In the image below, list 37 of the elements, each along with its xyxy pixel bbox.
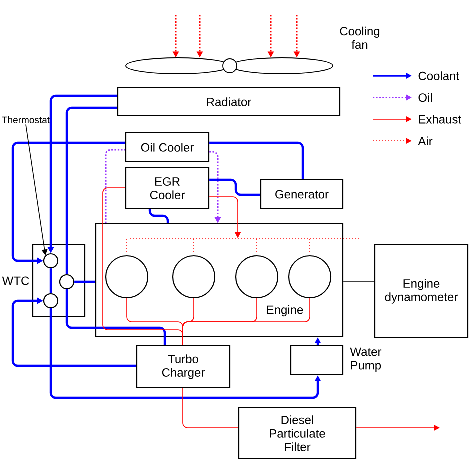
engine-block: Engine bbox=[95, 223, 344, 338]
generator-box: Generator bbox=[260, 179, 344, 210]
pipe-line bbox=[210, 178, 260, 196]
pipe-line bbox=[74, 280, 96, 284]
legend-label: Exhaust bbox=[419, 115, 462, 124]
pipe-line bbox=[66, 290, 166, 346]
node-label: Cooling fan bbox=[340, 26, 380, 50]
cylinder-circle bbox=[172, 255, 216, 299]
legend-label: Air bbox=[418, 136, 433, 146]
dynamometer-box: Engine dynamometer bbox=[374, 244, 469, 339]
pipe-line bbox=[66, 106, 118, 274]
cylinder-circle bbox=[235, 255, 279, 299]
node-label: Water Pump bbox=[350, 348, 382, 372]
turbocharger-box: Turbo Charger bbox=[136, 345, 231, 389]
water-pump-box: Water Pump bbox=[290, 345, 382, 376]
egr-cooler-box: EGR Cooler bbox=[125, 167, 210, 210]
node-label: WTC bbox=[2, 276, 30, 286]
legend-label: Coolant bbox=[418, 72, 460, 80]
filter-box: Diesel Particulate Filter bbox=[238, 407, 357, 460]
pipe-line bbox=[182, 388, 239, 428]
cylinder-circle bbox=[105, 255, 149, 299]
valve-circle bbox=[59, 274, 75, 290]
pipe-line bbox=[182, 298, 310, 346]
pipe-line bbox=[210, 142, 304, 180]
valve-circle bbox=[43, 293, 59, 309]
valve-unit-box: WTC bbox=[2, 244, 86, 318]
pipe-line bbox=[148, 210, 170, 224]
pipe-line bbox=[105, 149, 126, 224]
arrow bbox=[12, 298, 136, 368]
radiator-box: Radiator bbox=[117, 87, 341, 117]
valve-circle bbox=[43, 253, 59, 269]
oil-cooler-box: Oil Cooler bbox=[125, 132, 210, 163]
fan-drawing: Cooling fan bbox=[126, 26, 380, 74]
thermostat-label: Thermostat bbox=[2, 116, 50, 124]
cylinder-circle bbox=[288, 255, 332, 299]
pipe-line bbox=[50, 268, 52, 294]
legend-label: Oil bbox=[418, 93, 432, 102]
